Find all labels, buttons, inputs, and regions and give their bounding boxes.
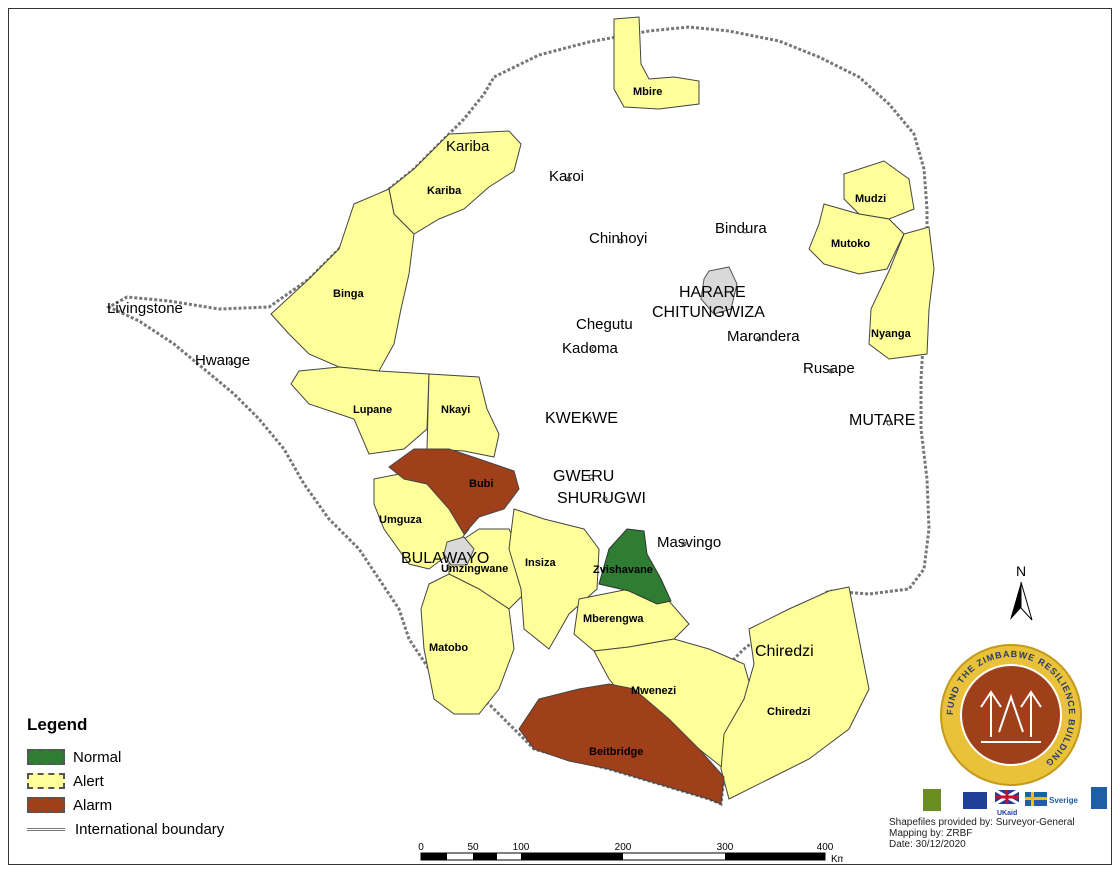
- label-town-kwekwe: KWEKWE: [545, 410, 618, 427]
- legend-item-normal: Normal: [27, 745, 224, 769]
- svg-text:0: 0: [418, 842, 424, 853]
- district-mutoko: [808, 203, 905, 275]
- svg-text:50: 50: [467, 842, 479, 853]
- legend-swatch-alarm: [27, 797, 65, 813]
- legend-item-alert: Alert: [27, 769, 224, 793]
- label-district-lupane: Lupane: [353, 404, 392, 416]
- svg-text:300: 300: [717, 842, 734, 853]
- svg-text:200: 200: [615, 842, 632, 853]
- zrbf-logo-icon: FUND THE ZIMBABWE RESILIENCE BUILDING UK…: [923, 644, 1107, 817]
- label-district-nkayi: Nkayi: [441, 404, 470, 416]
- label-district-kariba: Kariba: [427, 185, 462, 197]
- label-town-bindura: Bindura: [715, 220, 767, 237]
- label-town-rusape: Rusape: [803, 360, 855, 377]
- label-town-mutare: MUTARE: [849, 412, 915, 429]
- label-town-livingstone: Livingstone: [107, 300, 183, 317]
- urban-harare: [700, 266, 738, 315]
- label-town-kariba: Kariba: [446, 138, 490, 155]
- north-label: N: [1016, 563, 1026, 579]
- label-district-mutoko: Mutoko: [831, 238, 870, 250]
- label-district-chiredzi: Chiredzi: [767, 706, 810, 718]
- sweden-flag-icon: [1025, 792, 1047, 806]
- district-zvishavane: [598, 528, 672, 605]
- scale-bar: 0 50 100 200 300 400 Km: [418, 842, 843, 863]
- zrbf-logo-panel: FUND THE ZIMBABWE RESILIENCE BUILDING UK…: [911, 637, 1111, 827]
- svg-text:Km: Km: [831, 854, 843, 863]
- label-town-masvingo: Masvingo: [657, 534, 721, 551]
- label-district-beitbridge: Beitbridge: [589, 746, 643, 758]
- label-town-gweru: GWERU: [553, 468, 614, 485]
- label-district-mudzi: Mudzi: [855, 193, 886, 205]
- legend-swatch-alert: [27, 773, 65, 789]
- legend-boundary-line: [27, 827, 65, 831]
- district-mbire: [613, 16, 700, 110]
- district-chiredzi: [720, 586, 870, 800]
- label-district-umzingwane: Umzingwane: [441, 563, 508, 575]
- label-town-marondera: Marondera: [727, 328, 800, 345]
- eu-flag-icon: [963, 792, 987, 809]
- label-town-harare: HARARE: [679, 284, 746, 301]
- label-town-karoi: Karoi: [549, 168, 584, 185]
- legend: Legend Normal Alert Alarm International …: [27, 715, 224, 841]
- label-district-matobo: Matobo: [429, 642, 468, 654]
- label-town-kadoma: Kadoma: [562, 340, 619, 357]
- svg-text:100: 100: [513, 842, 530, 853]
- svg-text:400: 400: [817, 842, 834, 853]
- town-markers: [228, 176, 892, 656]
- legend-item-alarm: Alarm: [27, 793, 224, 817]
- district-nyanga: [868, 226, 935, 360]
- label-district-zvishavane: Zvishavane: [593, 564, 653, 576]
- district-lupane: [290, 366, 430, 455]
- district-mudzi: [843, 160, 915, 220]
- undp-logo-icon: [1091, 787, 1107, 809]
- district-insiza: [508, 508, 600, 650]
- label-district-bubi: Bubi: [469, 478, 493, 490]
- label-town-chiredzi: Chiredzi: [755, 643, 814, 660]
- district-beitbridge: [518, 683, 725, 805]
- partner-logos: UKaid Sverige: [923, 787, 1107, 817]
- legend-title: Legend: [27, 715, 88, 734]
- label-town-chinhoyi: Chinhoyi: [589, 230, 647, 247]
- label-town-bulawayo: BULAWAYO: [401, 550, 489, 567]
- label-town-hwange: Hwange: [195, 352, 250, 369]
- label-town-chegutu: Chegutu: [576, 316, 633, 333]
- label-town-shurugwi: SHURUGWI: [557, 490, 646, 507]
- svg-text:UKaid: UKaid: [997, 810, 1017, 817]
- zimbabwe-map: Mbire Kariba Binga Lupane Nkayi Bubi Umg…: [105, 16, 935, 807]
- label-district-umguza: Umguza: [379, 514, 423, 526]
- north-arrow-icon: N: [1010, 563, 1033, 621]
- label-district-mberengwa: Mberengwa: [583, 613, 644, 625]
- urban-bulawayo: [443, 536, 475, 566]
- legend-item-boundary: International boundary: [27, 817, 224, 841]
- map-frame: Mbire Kariba Binga Lupane Nkayi Bubi Umg…: [8, 8, 1112, 865]
- label-district-nyanga: Nyanga: [871, 328, 912, 340]
- district-kariba: [388, 130, 522, 235]
- label-district-mbire: Mbire: [633, 86, 662, 98]
- district-bubi: [388, 448, 520, 535]
- zimbabwe-coat-of-arms-icon: [923, 789, 941, 811]
- map-credits: Shapefiles provided by: Surveyor-General…: [889, 817, 1075, 850]
- district-matobo: [420, 573, 515, 715]
- label-district-insiza: Insiza: [525, 557, 556, 569]
- label-district-mwenezi: Mwenezi: [631, 685, 676, 697]
- legend-swatch-normal: [27, 749, 65, 765]
- uk-flag-icon: [994, 788, 1020, 806]
- label-town-chitungwiza: CHITUNGWIZA: [652, 304, 765, 321]
- label-district-binga: Binga: [333, 288, 364, 300]
- svg-text:Sverige: Sverige: [1049, 796, 1078, 805]
